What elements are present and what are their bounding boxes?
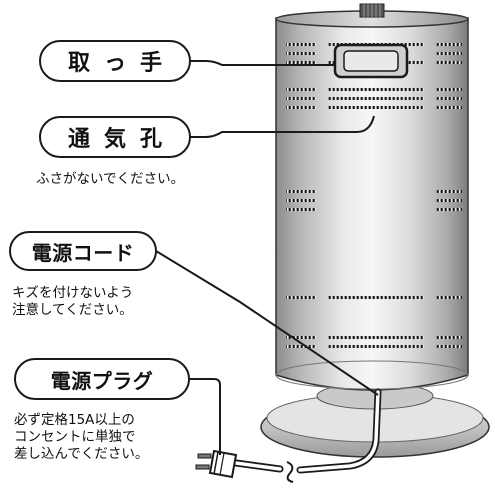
plug-note-line-2: コンセントに単独で [14,429,136,445]
power-cord [232,388,382,483]
plug-note: 必ず定格15A以上の コンセントに単独で 差し込んでください。 [14,412,148,463]
leader-lines [155,60,379,455]
handle-slot [333,43,409,79]
plug-label: 電源プラグ [14,358,190,400]
cord-label: 電源コード [9,231,157,271]
knob [359,3,385,18]
cord-note-line-1: キズを付けないよう [12,285,134,301]
handle-label: 取っ手 [39,40,191,82]
power-plug [195,449,238,479]
plug-note-line-1: 必ず定格15A以上の [14,412,135,428]
plug-note-line-3: 差し込んでください。 [14,446,149,462]
cord-note: キズを付けないよう 注意してください。 [12,285,133,319]
vent-label: 通気孔 [39,116,191,158]
vent-note-line-1: ふさがないでください。 [36,171,185,187]
cord-note-line-2: 注意してください。 [12,302,133,318]
vent-note: ふさがないでください。 [36,171,184,188]
